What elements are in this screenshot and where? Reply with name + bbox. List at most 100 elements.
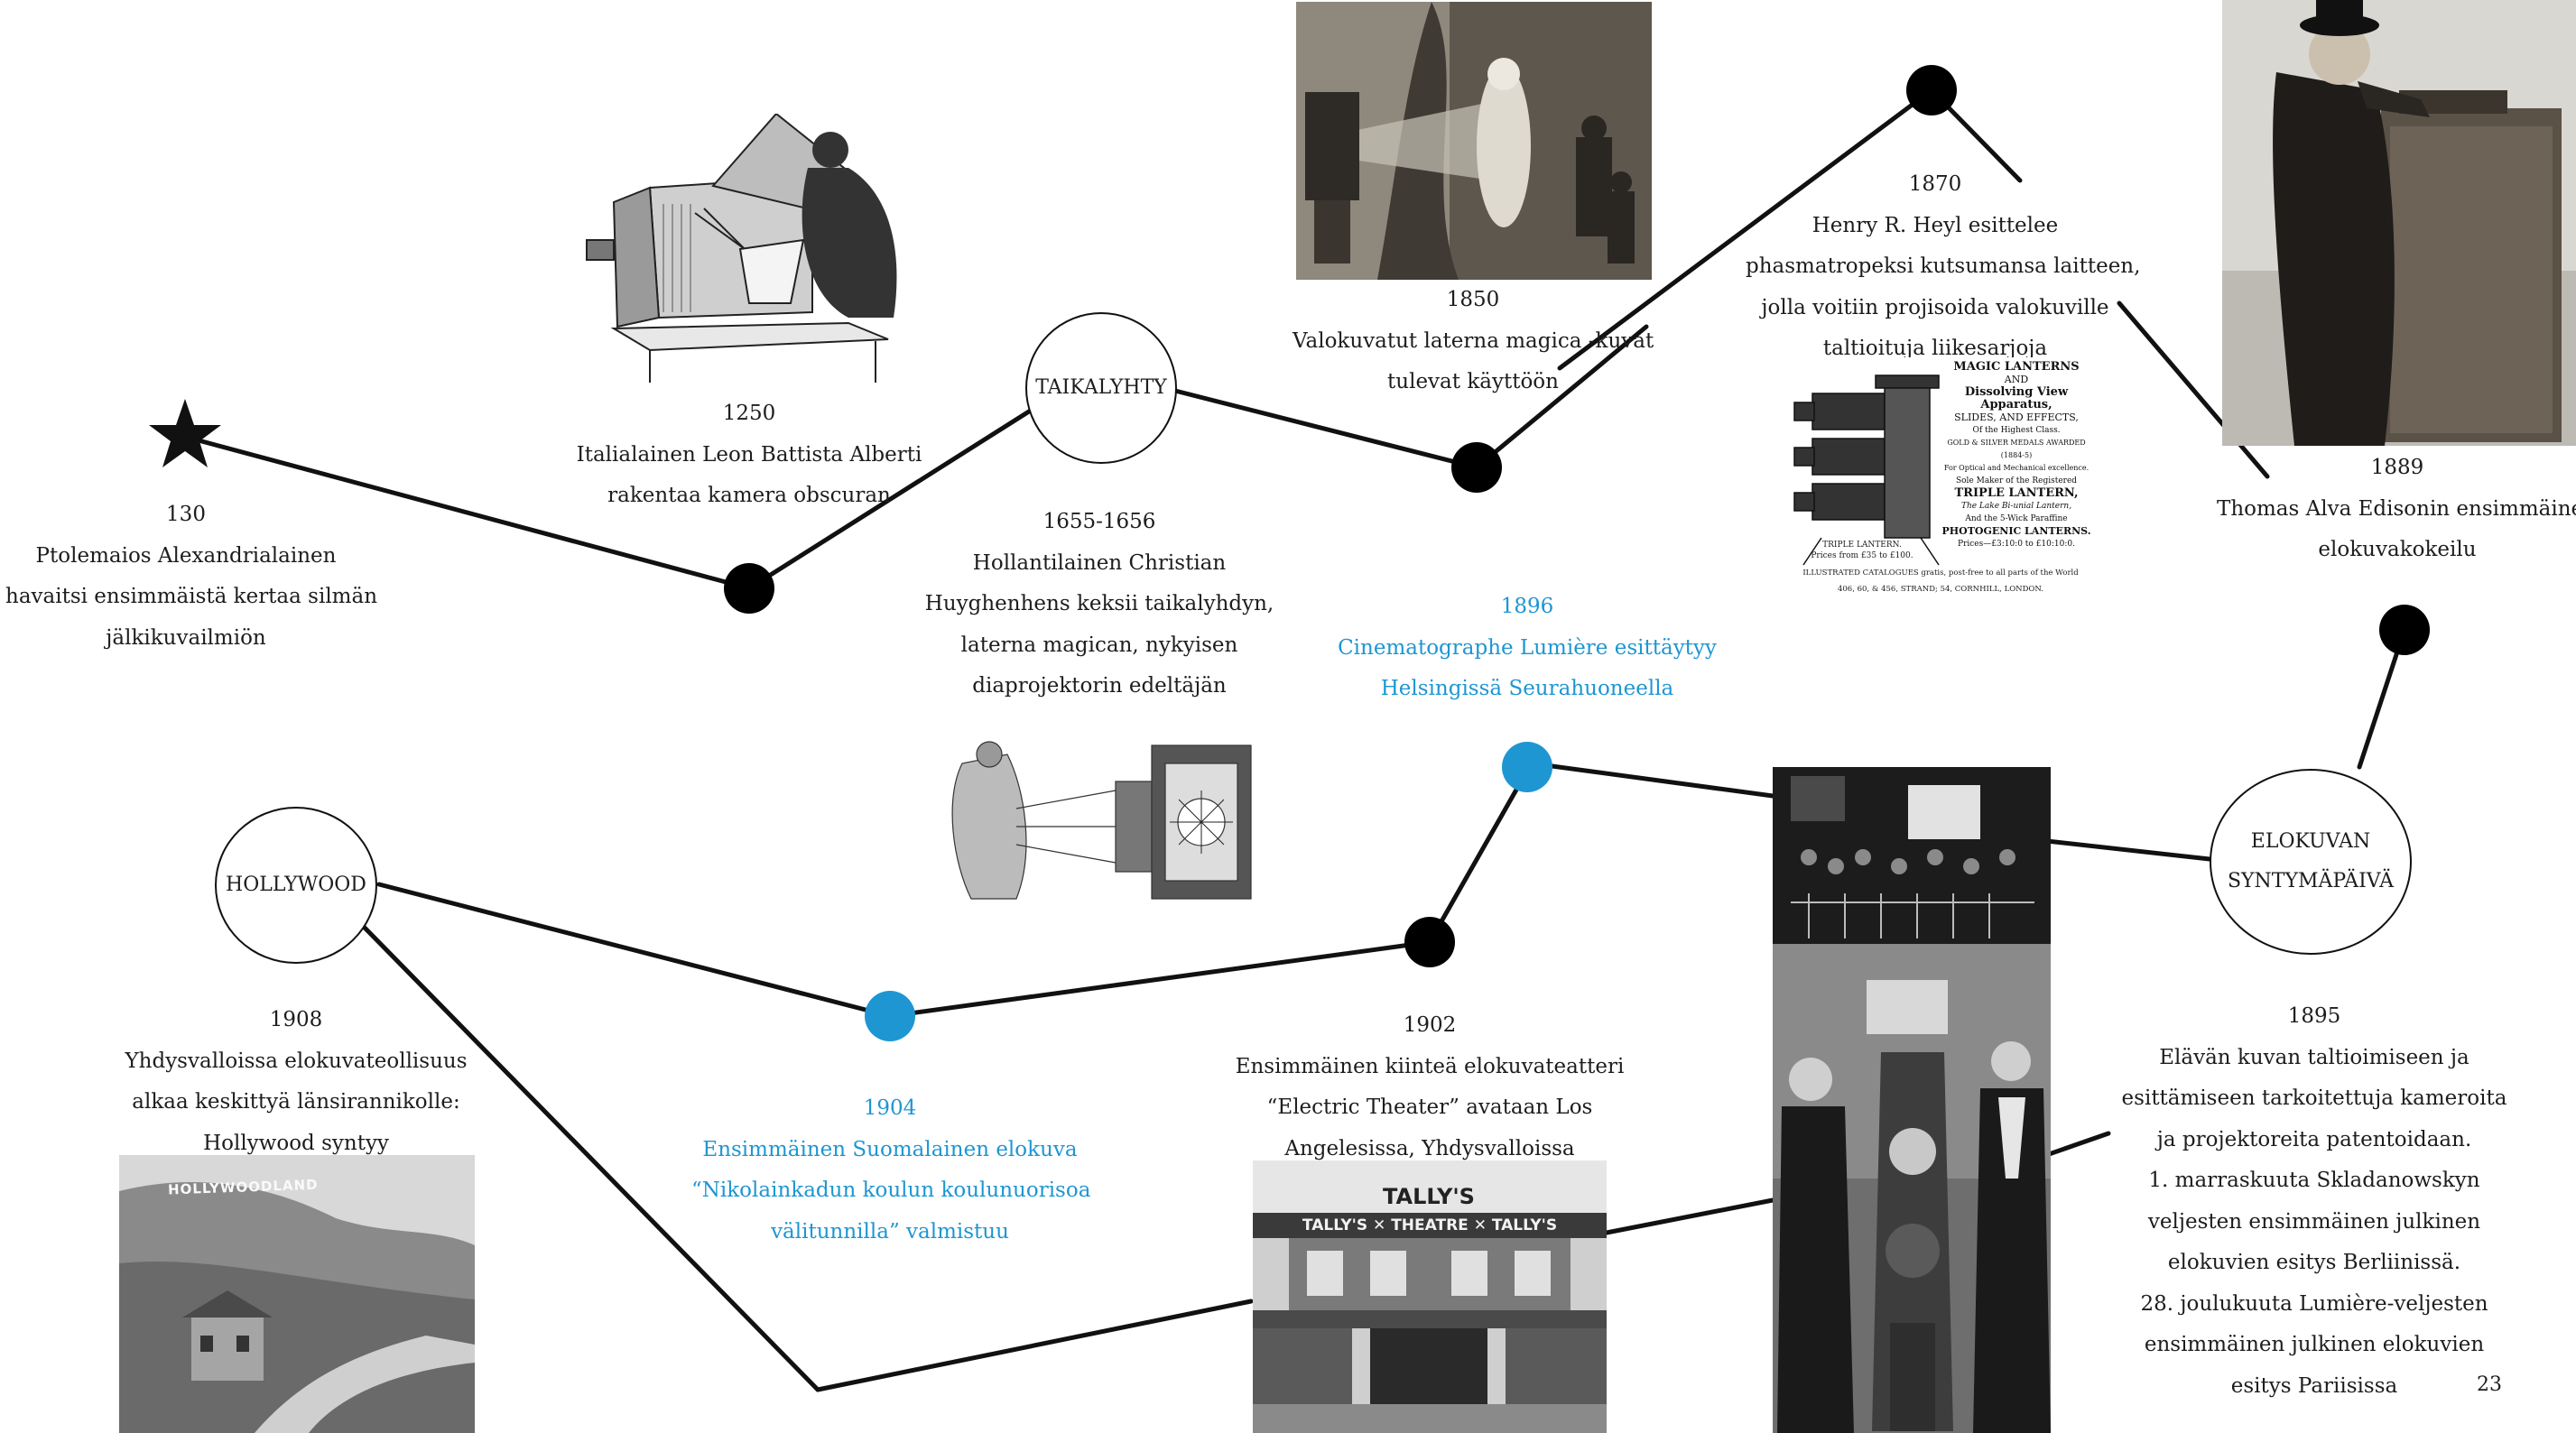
circle-taikalyhty-label: TAIKALYHTY	[1035, 376, 1167, 399]
caption-line: Valokuvatut laterna magica -kuvat	[1293, 328, 1654, 353]
caption-line: “Nikolainkadun koulun koulunuorisoa	[691, 1179, 1091, 1202]
caption-line: välitunnilla” valmistuu	[771, 1219, 1009, 1243]
caption-1904-title: 1904	[863, 1096, 917, 1120]
timeline-dot-1870	[1906, 65, 1957, 116]
caption-line: havaitsi ensimmäistä kertaa silmän	[5, 585, 378, 608]
caption-line: esittämiseen tarkoitettuja kameroita	[2121, 1086, 2507, 1110]
ad-line: SLIDES, AND EFFECTS,	[1954, 411, 2079, 423]
ad-line: For Optical and Mechanical excellence.	[1943, 464, 2090, 472]
phantasmagoria-engraving	[1296, 2, 1652, 280]
timeline-dot-1250	[724, 563, 774, 614]
caption-line: rakentaa kamera obscuran	[607, 484, 891, 507]
caption-line: ensimmäinen julkinen elokuvien	[2144, 1333, 2485, 1356]
ad-line: AND	[2004, 374, 2029, 385]
edison-kinetoscope-photo	[2222, 0, 2576, 446]
caption-1889: 1889 Thomas Alva Edisonin ensimmäinen el…	[2217, 448, 2576, 571]
page-number: 23	[2477, 1373, 2502, 1396]
lumiere-screening-photo	[1773, 767, 2051, 944]
caption-line: Cinematographe Lumière esittäytyy	[1338, 635, 1717, 660]
caption-1250: 1250 Italialainen Leon Battista Alberti …	[569, 393, 930, 517]
lantern-ad-text: MAGIC LANTERNS AND Dissolving View Appar…	[1939, 361, 2094, 550]
caption-1908: 1908 Yhdysvalloissa elokuvateollisuus al…	[97, 1000, 495, 1164]
caption-1895: 1895 Elävän kuvan taltioimiseen ja esitt…	[2116, 996, 2513, 1407]
caption-line: Ptolemaios Alexandrialainen	[35, 543, 337, 568]
caption-line: Ensimmäinen Suomalainen elokuva	[702, 1137, 1078, 1161]
timeline-dot-1904	[865, 991, 915, 1041]
timeline-dot-1902	[1404, 917, 1455, 967]
caption-1655: 1655-1656 Hollantilainen Christian Huygh…	[919, 502, 1280, 707]
caption-line: jolla voitiin projisoida valokuville	[1761, 295, 2109, 319]
circle-hollywood-label: HOLLYWOOD	[226, 874, 366, 896]
timeline-dot-1889	[2379, 605, 2430, 655]
camera-obscura-engraving	[578, 114, 921, 384]
ad-line: GOLD & SILVER MEDALS AWARDED (1884-5)	[1947, 439, 2086, 459]
caption-line: alkaa keskittyä länsirannikolle:	[132, 1090, 460, 1114]
timeline-dot-1896	[1502, 742, 1552, 792]
ad-caption-line: Prices from £35 to £100.	[1811, 551, 1913, 560]
ad-line: Dissolving View Apparatus,	[1964, 385, 2069, 411]
ad-footer-line: ILLUSTRATED CATALOGUES gratis, post-free…	[1802, 569, 2079, 578]
caption-line: diaprojektorin edeltäjän	[972, 674, 1227, 698]
caption-line: Italialainen Leon Battista Alberti	[576, 442, 922, 467]
caption-line: tulevat käyttöön	[1387, 370, 1559, 393]
caption-1895-title: 1895	[2287, 1004, 2341, 1028]
star-icon	[149, 399, 221, 467]
caption-line: Henry R. Heyl esittelee	[1812, 213, 2059, 237]
caption-line: jälkikuvailmiön	[106, 625, 266, 650]
caption-1902-title: 1902	[1403, 1013, 1457, 1037]
circle-elokuvan-syntymapaiva: ELOKUVAN SYNTYMÄPÄIVÄ	[2210, 769, 2412, 955]
caption-1850: 1850 Valokuvatut laterna magica -kuvat t…	[1293, 280, 1654, 403]
ad-line: The Lake Bi-unial Lantern,	[1960, 502, 2072, 511]
caption-1904: 1904 Ensimmäinen Suomalainen elokuva “Ni…	[691, 1088, 1091, 1253]
lantern-ad-footer: ILLUSTRATED CATALOGUES gratis, post-free…	[1785, 565, 2096, 597]
caption-130-title: 130	[166, 503, 206, 526]
caption-line: Thomas Alva Edisonin ensimmäinen	[2217, 496, 2576, 521]
ad-caption-line: TRIPLE LANTERN.	[1822, 541, 1902, 550]
caption-1896: 1896 Cinematographe Lumière esittäytyy H…	[1329, 587, 1726, 710]
circle-birthday-line2: SYNTYMÄPÄIVÄ	[2227, 870, 2395, 892]
theatre-sign-top: TALLY'S	[1383, 1184, 1475, 1209]
tallys-theatre-photo: TALLY'S TALLY'S ✕ THEATRE ✕ TALLY'S	[1253, 1160, 1607, 1433]
ad-line: And the 5-Wick Paraffine	[1965, 514, 2068, 523]
caption-1896-title: 1896	[1500, 595, 1554, 618]
ad-line: MAGIC LANTERNS	[1953, 360, 2080, 374]
caption-line: ja projektoreita patentoidaan.	[2156, 1127, 2472, 1151]
inventors-with-projector-photo	[1773, 944, 2051, 1433]
caption-1870: 1870 Henry R. Heyl esittelee phasmatrope…	[1746, 164, 2141, 370]
ad-footer-line: 406, 60, & 456, STRAND; 54, CORNHILL, LO…	[1837, 585, 2043, 594]
timeline-dot-1850	[1451, 442, 1502, 493]
caption-line: Elävän kuvan taltioimiseen ja	[2159, 1045, 2469, 1069]
caption-line: esitys Pariisissa	[2230, 1373, 2398, 1398]
caption-line: elokuvakokeilu	[2318, 538, 2477, 561]
caption-line: Ensimmäinen kiinteä elokuvateatteri	[1235, 1054, 1625, 1078]
caption-line: Angelesissa, Yhdysvalloissa	[1284, 1136, 1575, 1160]
caption-line: laterna magican, nykyisen	[960, 633, 1238, 657]
caption-1655-title: 1655-1656	[1042, 510, 1156, 533]
circle-hollywood: HOLLYWOOD	[215, 807, 377, 964]
ad-line: TRIPLE LANTERN,	[1954, 486, 2079, 500]
circle-taikalyhty: TAIKALYHTY	[1025, 312, 1177, 464]
caption-1850-title: 1850	[1446, 288, 1500, 311]
caption-line: 1. marraskuuta Skladanowskyn	[2148, 1169, 2480, 1192]
caption-line: taltioituja liikesarjoja	[1822, 337, 2048, 360]
caption-line: phasmatropeksi kutsumansa laitteen,	[1746, 254, 2141, 278]
ad-line: Sole Maker of the Registered	[1955, 476, 2078, 485]
theatre-sign-marquee: TALLY'S ✕ THEATRE ✕ TALLY'S	[1302, 1216, 1558, 1234]
caption-line: Hollywood syntyy	[203, 1131, 389, 1155]
caption-line: Yhdysvalloissa elokuvateollisuus	[125, 1049, 468, 1073]
caption-1902: 1902 Ensimmäinen kiinteä elokuvateatteri…	[1231, 1005, 1628, 1170]
caption-1889-title: 1889	[2370, 456, 2424, 479]
caption-1908-title: 1908	[269, 1008, 323, 1031]
caption-1870-title: 1870	[1908, 172, 1962, 196]
caption-line: veljesten ensimmäinen julkinen	[2147, 1209, 2481, 1234]
ad-line: Of the Highest Class.	[1972, 426, 2061, 435]
caption-line: “Electric Theater” avataan Los	[1266, 1096, 1593, 1119]
circle-birthday-line1: ELOKUVAN	[2250, 830, 2371, 853]
ad-line: PHOTOGENIC LANTERNS.	[1941, 525, 2091, 537]
taikalyhty-engraving	[935, 727, 1269, 908]
lantern-ad-caption: TRIPLE LANTERN. Prices from £35 to £100.	[1785, 540, 1939, 561]
hollywoodland-photo: HOLLYWOODLAND	[119, 1155, 475, 1433]
caption-line: Hollantilainen Christian	[972, 550, 1227, 575]
